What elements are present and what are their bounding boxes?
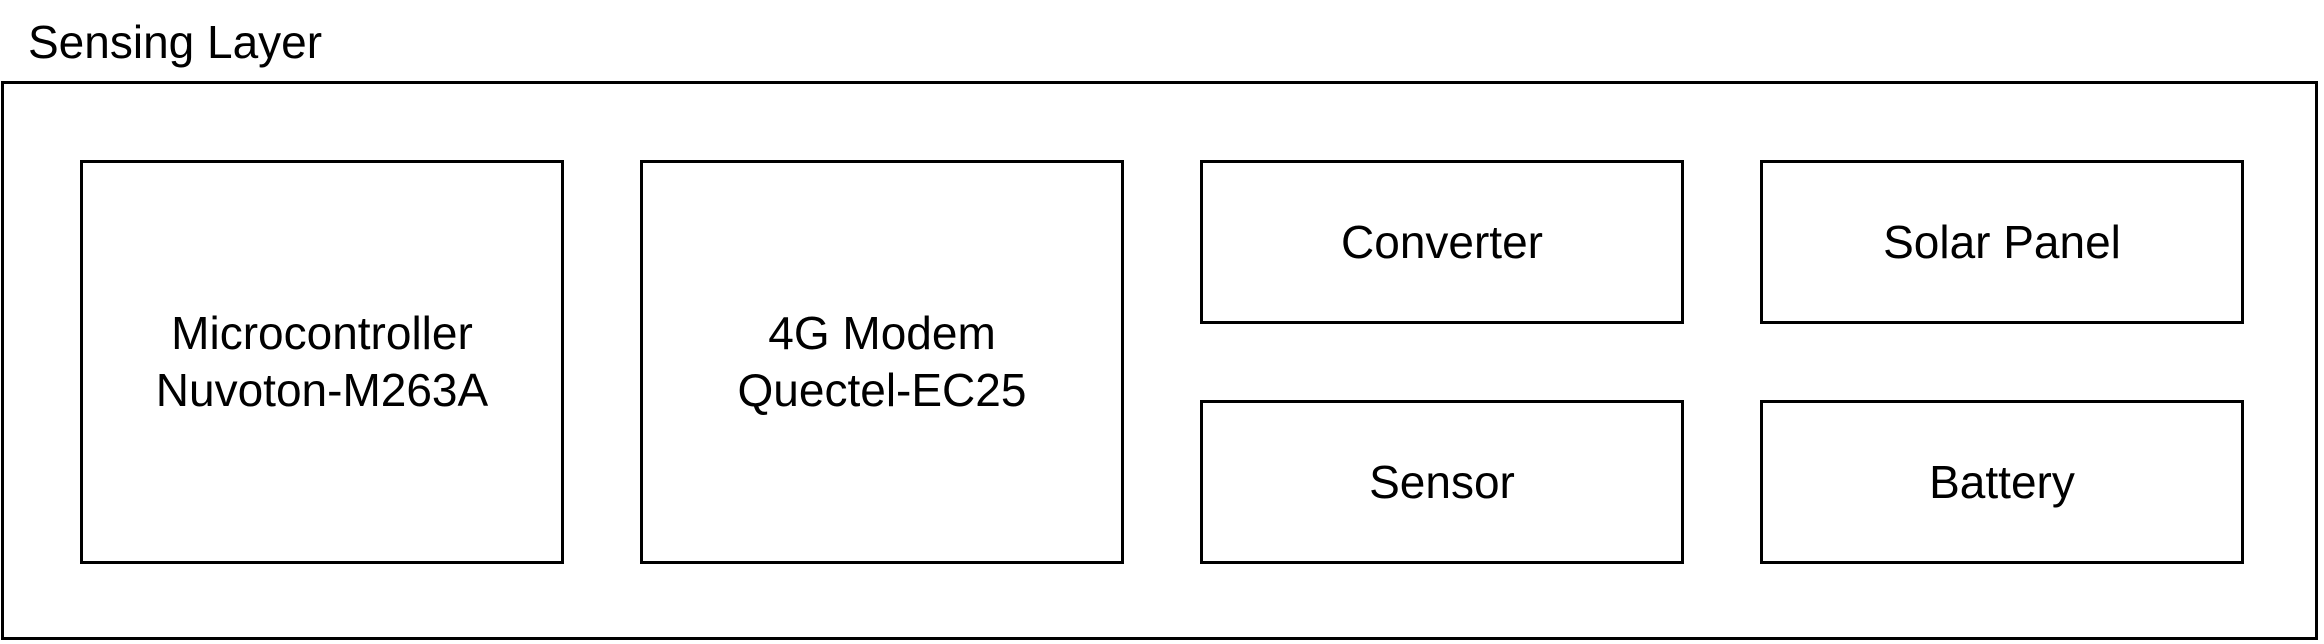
converter-block: Converter [1200,160,1684,324]
layer-title: Sensing Layer [28,16,323,68]
microcontroller-model: Nuvoton-M263A [155,364,489,416]
sensor-block: Sensor [1200,400,1684,564]
sensor-label: Sensor [1369,455,1515,508]
microcontroller-block: Microcontroller Nuvoton-M263A [80,160,564,564]
microcontroller-label: Microcontroller [171,307,473,359]
converter-label: Converter [1341,215,1543,268]
modem-block: 4G Modem Quectel-EC25 [640,160,1124,564]
sensing-layer-frame [1,81,2318,640]
modem-label: 4G Modem [768,307,996,359]
modem-model: Quectel-EC25 [737,364,1027,416]
solar-panel-block: Solar Panel [1760,160,2244,324]
battery-block: Battery [1760,400,2244,564]
solar-panel-label: Solar Panel [1883,215,2121,268]
battery-label: Battery [1929,455,2075,508]
